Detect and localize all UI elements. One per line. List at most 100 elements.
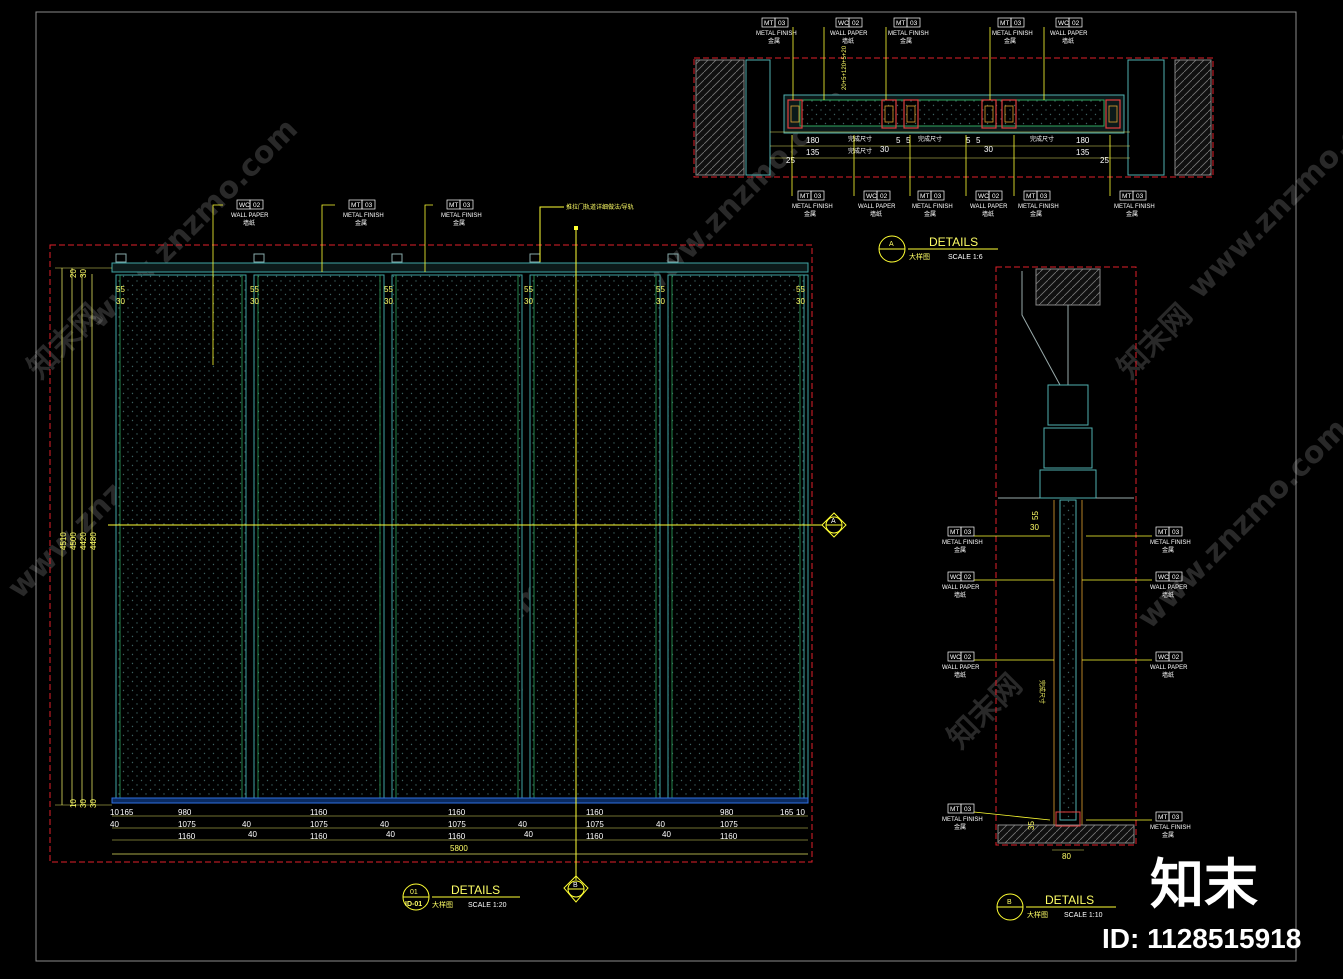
roller-icon	[391, 253, 403, 263]
tag-box	[1036, 190, 1051, 201]
aluminium-profile	[1105, 99, 1121, 129]
section-note: 完成尺寸	[1030, 135, 1054, 143]
edge-dim: 10	[796, 808, 805, 817]
tag-code: WC	[950, 574, 961, 581]
ceiling-slab	[1035, 268, 1101, 306]
aluminium-profile	[881, 99, 897, 129]
tag-english: METAL FINISH	[792, 204, 833, 210]
door-panel	[391, 274, 523, 799]
joint-dim: 40	[242, 820, 251, 829]
tag-chinese: 金属	[768, 37, 780, 45]
tag-chinese: 墙纸	[1162, 591, 1174, 599]
panel-core	[799, 99, 1105, 127]
door-leaf-section	[1059, 499, 1077, 821]
tag-code: MT	[1026, 193, 1035, 200]
tag-number: 03	[1136, 193, 1144, 200]
tag-box	[810, 190, 825, 201]
tag-box	[1168, 526, 1183, 537]
tag-chinese: 金属	[1126, 210, 1138, 218]
top-offset-dim: 30	[116, 297, 125, 306]
tag-chinese: 金属	[804, 210, 816, 218]
top-offset-dim: 30	[796, 297, 805, 306]
tag-chinese: 墙纸	[870, 210, 882, 218]
tag-box	[1168, 571, 1183, 582]
tag-number: 03	[1014, 20, 1022, 27]
left-height-dims: 4510 4500 4420 4480 20 30 10 30 30	[55, 267, 112, 808]
joint-dim: 40	[518, 820, 527, 829]
detail-scale: SCALE 1:20	[468, 902, 507, 909]
detail-cn: 大样图	[1027, 910, 1048, 919]
rail-head	[1047, 384, 1089, 426]
tag-box	[930, 190, 945, 201]
top-offset-dim: 55	[656, 285, 665, 294]
tag-code: WC	[1058, 20, 1069, 27]
bottom-track	[111, 797, 809, 804]
tag-box	[459, 199, 474, 210]
panel-width-dim: 1160	[310, 808, 328, 817]
tag-chinese: 墙纸	[243, 219, 255, 227]
door-panel	[115, 274, 247, 799]
tag-box	[960, 571, 975, 582]
section-dim: 30	[984, 145, 993, 154]
total-width: 5800	[450, 844, 468, 853]
profile-inner	[790, 105, 800, 123]
door-panel	[253, 274, 385, 799]
tag-chinese: 墙纸	[1062, 37, 1074, 45]
joint-dim: 40	[248, 830, 257, 839]
detail-letter: A	[889, 241, 894, 248]
tag-chinese: 金属	[355, 219, 367, 227]
tag-chinese: 墙纸	[954, 591, 966, 599]
aluminium-profile	[1001, 99, 1017, 129]
detail-title: DETAILS	[929, 235, 978, 249]
top-offset-dim: 30	[524, 297, 533, 306]
tag-number: 03	[964, 806, 972, 813]
track-note-text: 推拉门轨道详细做法/导轨	[566, 203, 634, 211]
wall-right	[1174, 59, 1212, 176]
tag-box	[960, 803, 975, 814]
height-dim: 4420	[79, 532, 88, 550]
panel-width-dim: 1075	[720, 820, 738, 829]
section-dim: 5	[896, 136, 901, 145]
tag-box	[988, 190, 1003, 201]
tag-code: MT	[1000, 20, 1009, 27]
aluminium-profile	[981, 99, 997, 129]
sheet-border	[35, 11, 1297, 962]
tag-english: WALL PAPER	[970, 204, 1008, 210]
section-marker-a: A	[821, 512, 847, 538]
section-dim: 30	[1030, 523, 1039, 532]
brand-logo: 知末	[1150, 853, 1258, 916]
tag-number: 02	[253, 202, 261, 209]
tag-code: MT	[1122, 193, 1131, 200]
tag-number: 02	[1172, 654, 1180, 661]
tag-chinese: 金属	[1030, 210, 1042, 218]
top-offset-dim: 55	[524, 285, 533, 294]
section-note: 完成尺寸	[1038, 680, 1046, 704]
tag-code: WC	[866, 193, 877, 200]
tag-english: METAL FINISH	[1150, 825, 1191, 831]
top-offset-dim: 55	[384, 285, 393, 294]
profile-inner	[1108, 105, 1118, 123]
door-panel	[667, 274, 805, 799]
tag-chinese: 金属	[1162, 546, 1174, 554]
section-marker-b: B	[563, 875, 589, 903]
floor-guide	[1055, 811, 1081, 827]
roller-icon	[115, 253, 127, 263]
